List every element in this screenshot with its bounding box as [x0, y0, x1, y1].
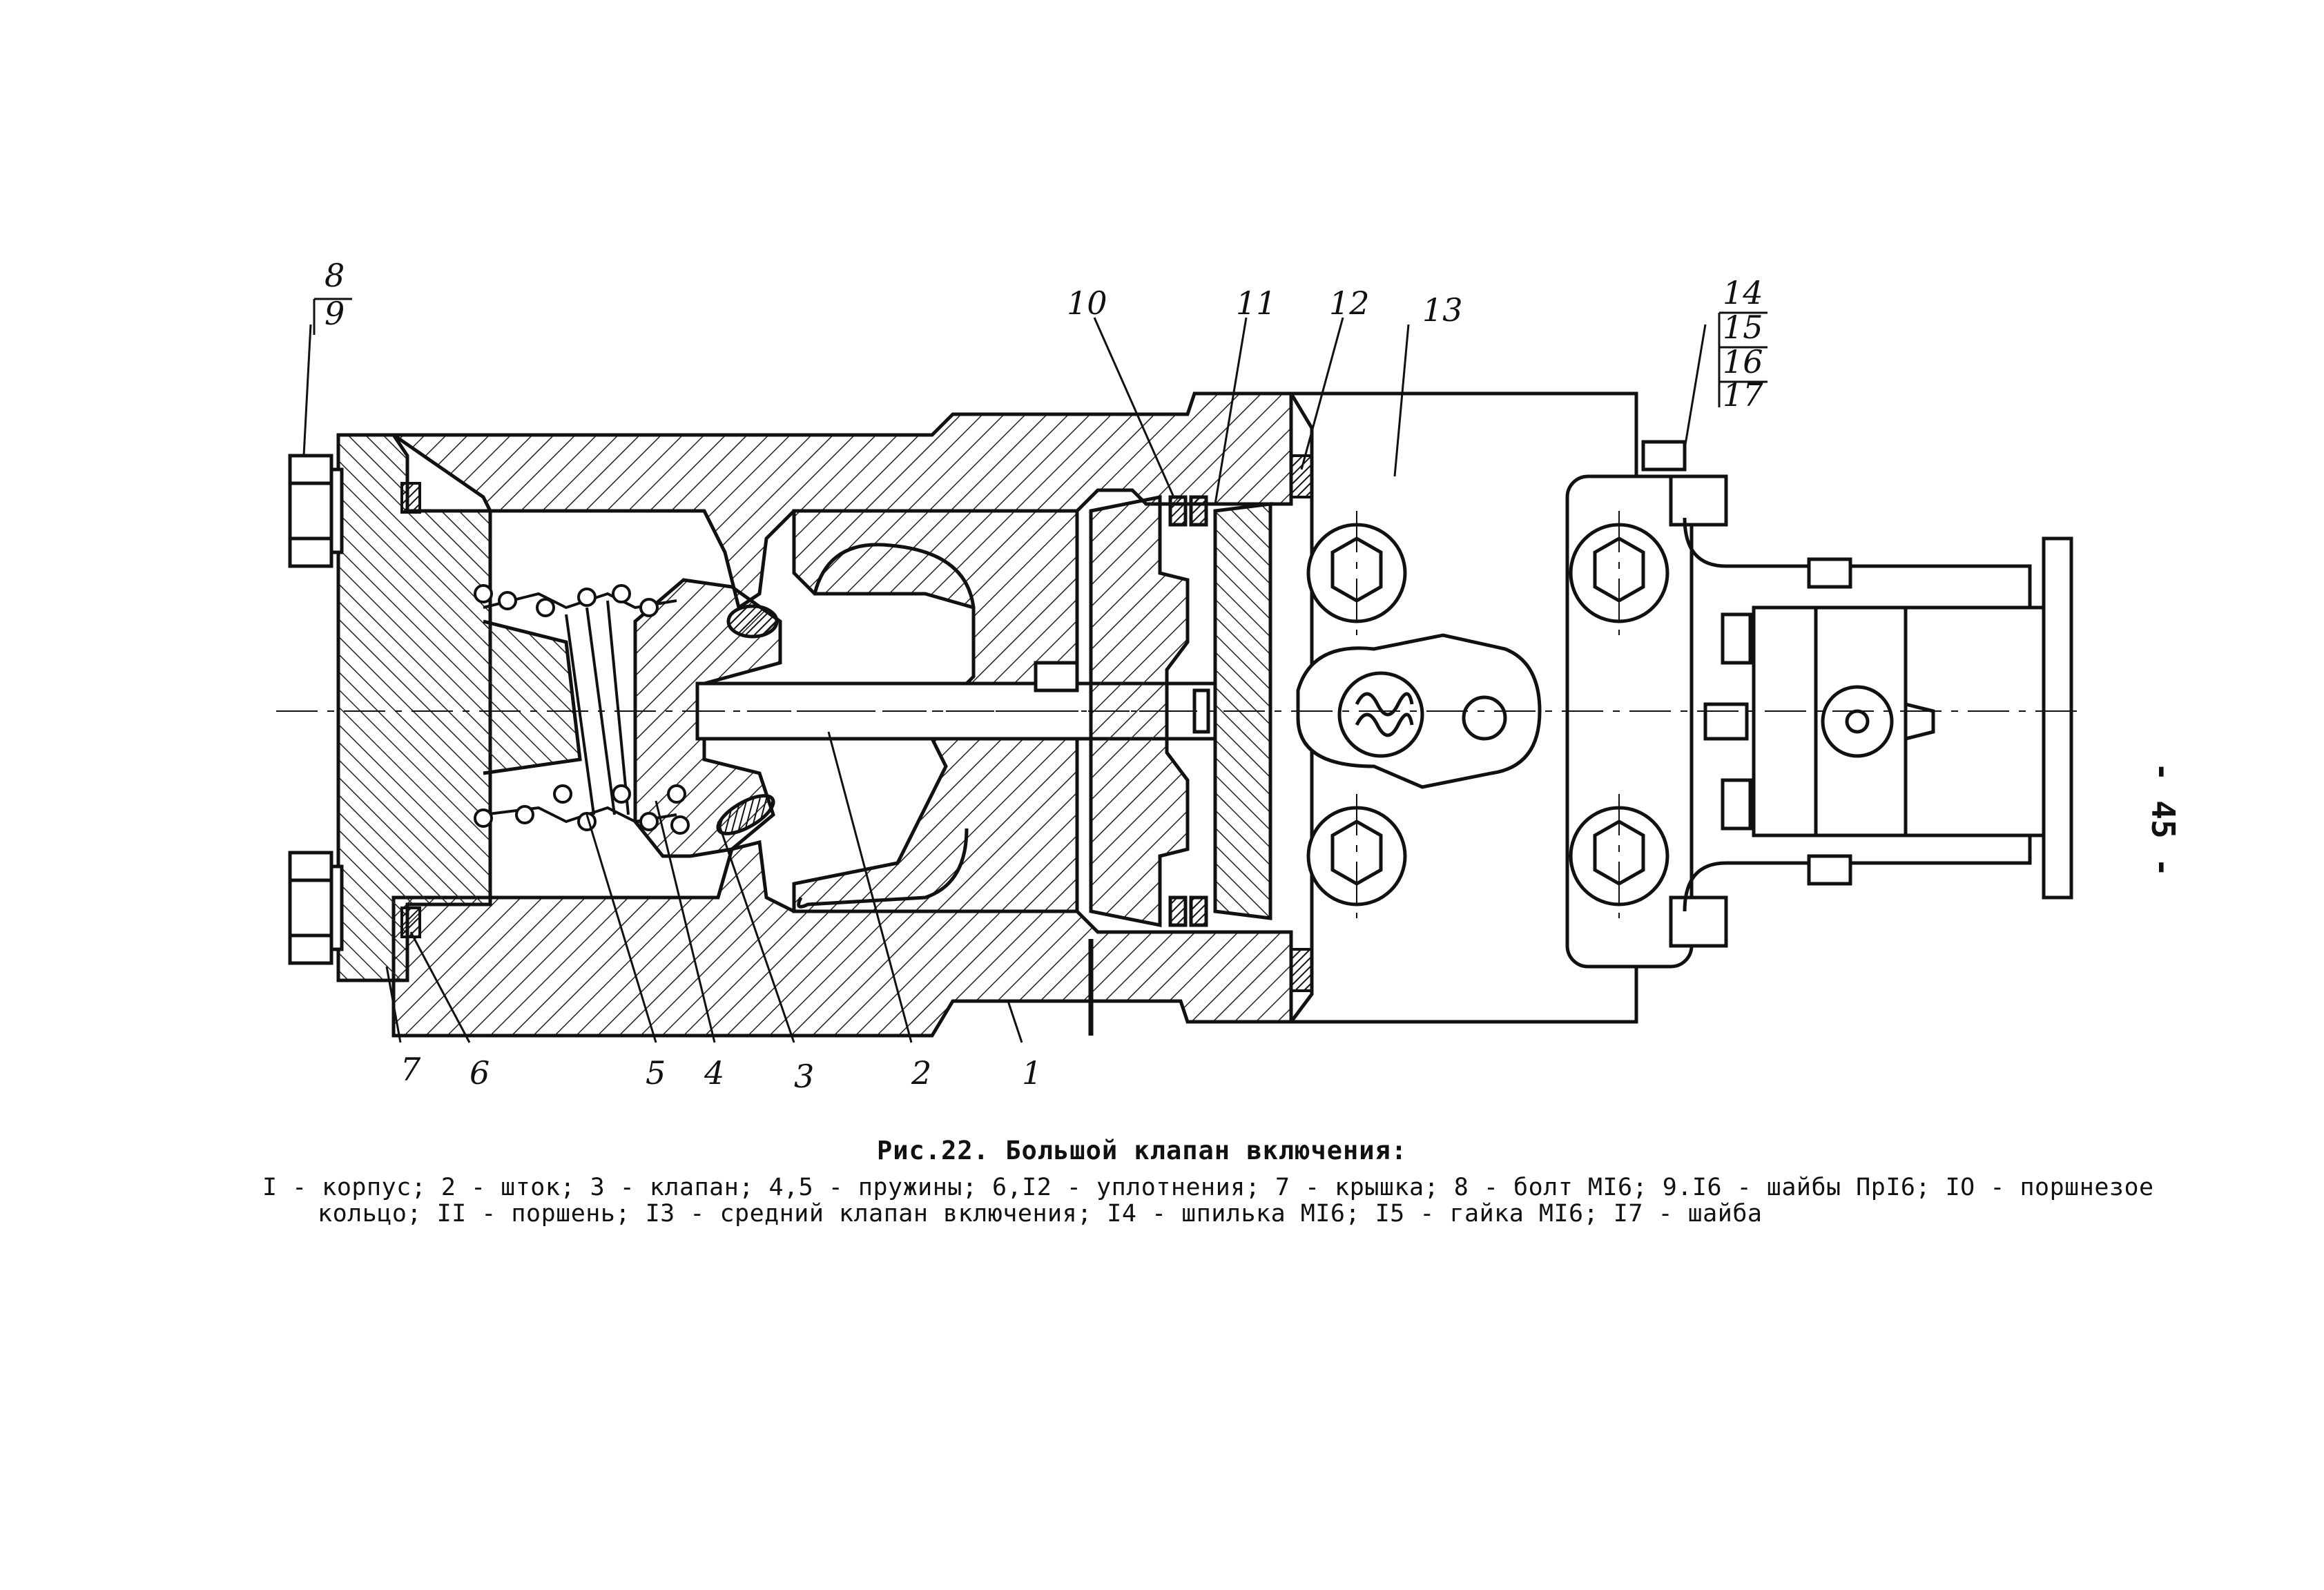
- callout-labels: 8 9 10 11 12 13 14 15 16 17 1 2 3 4 5 6 …: [313, 257, 1768, 1095]
- figure-legend-line-1: I - корпус; 2 - шток; 3 - клапан; 4,5 - …: [262, 1174, 2154, 1201]
- callout-9: 9: [325, 295, 345, 332]
- callout-8: 8: [325, 257, 345, 294]
- page-number: - 45 -: [2144, 762, 2182, 878]
- valve-body-1: [387, 391, 1293, 1038]
- callout-7: 7: [400, 1051, 421, 1088]
- bracket-and-actuator: [1641, 440, 2073, 948]
- callout-11: 11: [1236, 284, 1277, 322]
- callout-16: 16: [1723, 343, 1763, 380]
- callout-10: 10: [1067, 284, 1107, 322]
- middle-valve-13: [1288, 391, 1694, 1024]
- callout-15: 15: [1723, 309, 1763, 346]
- cover-7: [336, 433, 492, 982]
- callout-2: 2: [911, 1054, 931, 1092]
- callout-4: 4: [704, 1054, 724, 1092]
- callout-6: 6: [469, 1054, 490, 1092]
- callout-13: 13: [1422, 291, 1463, 329]
- callout-14: 14: [1723, 274, 1763, 311]
- bolts-8: [288, 454, 344, 965]
- callout-1: 1: [1022, 1054, 1042, 1092]
- leader-lines: [302, 317, 1707, 1043]
- callout-5: 5: [646, 1054, 666, 1092]
- callout-12: 12: [1329, 284, 1370, 322]
- springs-4-5: [474, 584, 690, 835]
- figure-caption-title: Рис.22. Большой клапан включения:: [877, 1136, 1408, 1165]
- callout-3: 3: [794, 1058, 814, 1095]
- center-lines: [276, 511, 2085, 918]
- seals-6-12: [400, 454, 1313, 992]
- figure-legend-line-2: кольцо; II - поршень; I3 - средний клапа…: [318, 1200, 1763, 1228]
